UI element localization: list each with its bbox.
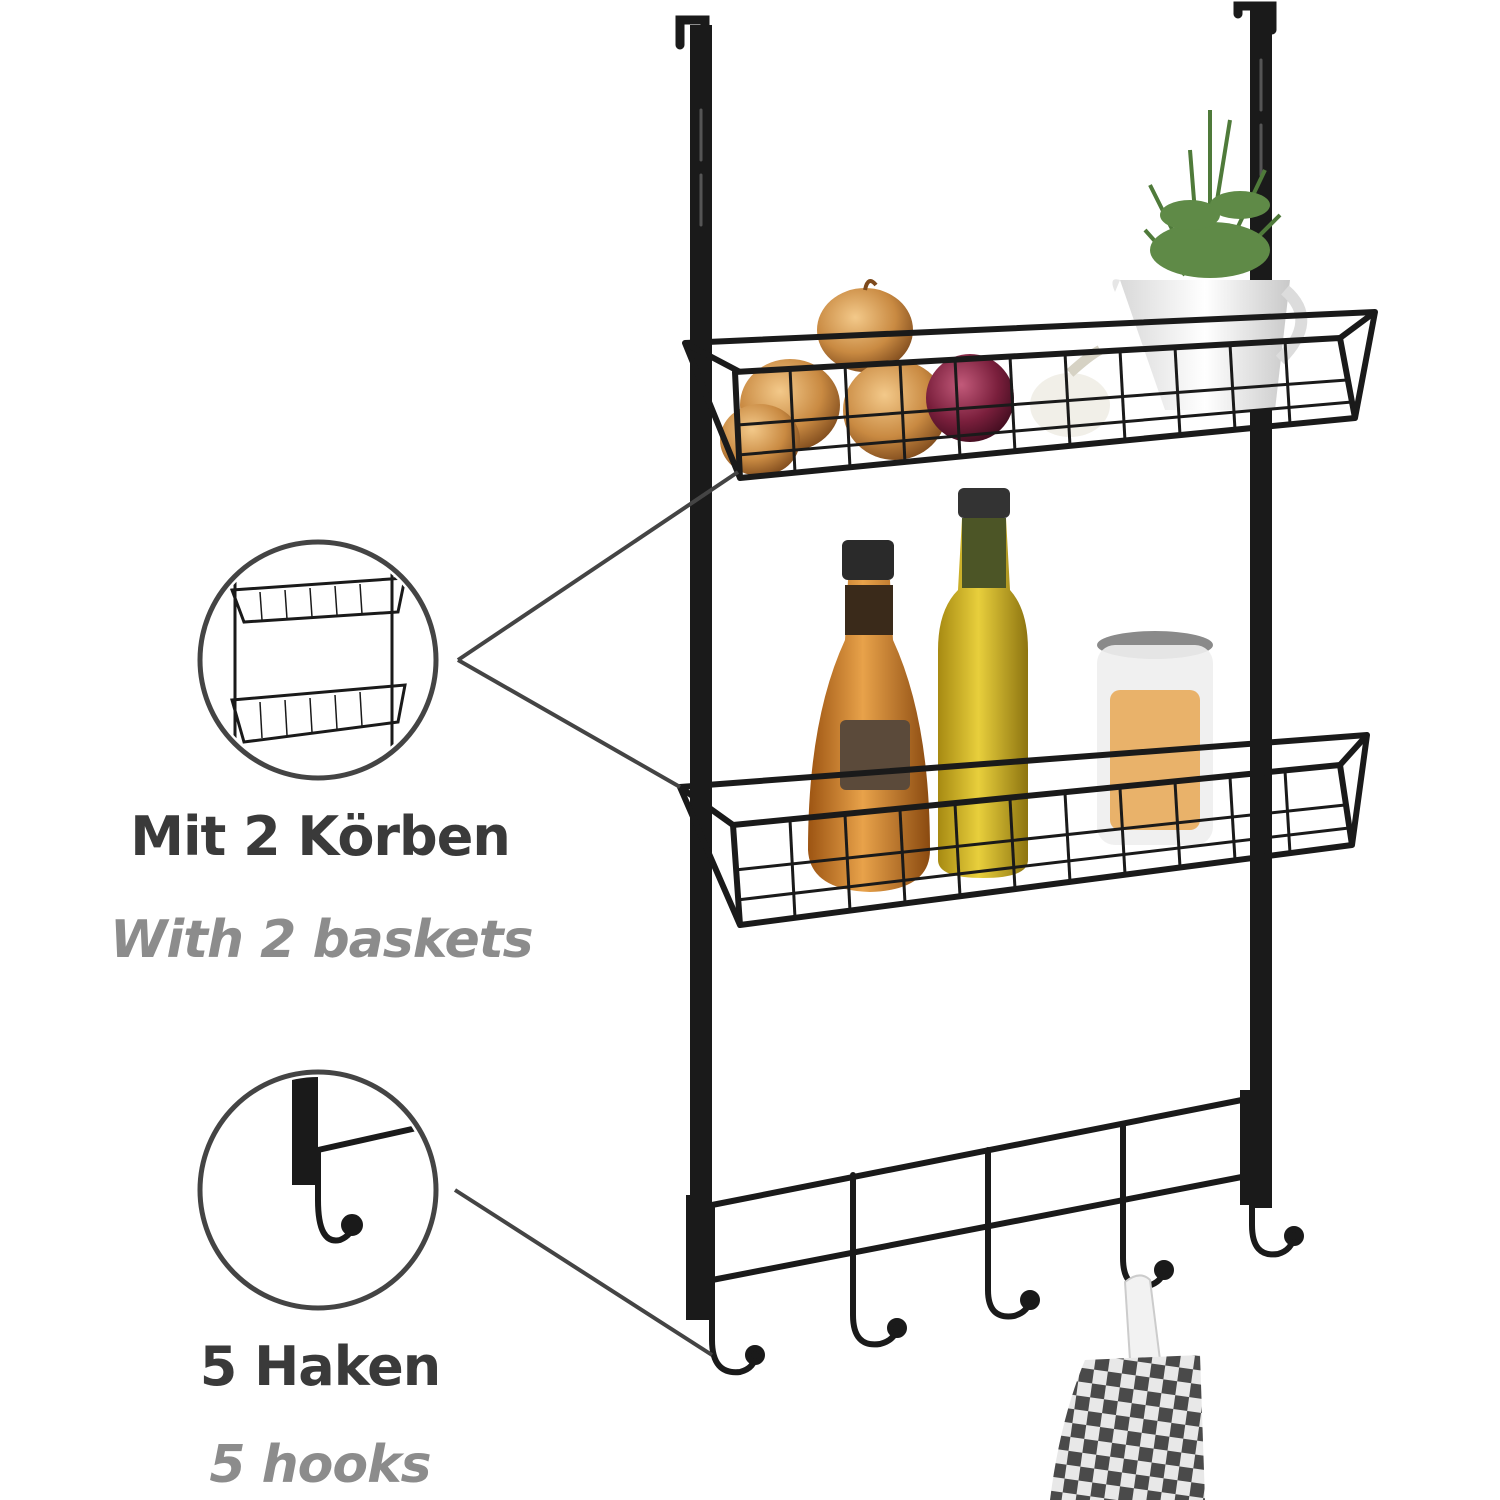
hook-2 — [850, 1172, 907, 1348]
olive-oil-bottle — [938, 488, 1028, 878]
baskets-label-de: Mit 2 Körben — [130, 805, 511, 868]
hooks-label-en: 5 hooks — [209, 1435, 431, 1495]
pasta-jar — [1097, 631, 1213, 845]
hook-5 — [1249, 1172, 1304, 1258]
tea-towel — [1050, 1274, 1205, 1500]
hooks-callout — [197, 1069, 714, 1357]
hook-rail — [686, 1090, 1304, 1376]
hooks-label-de: 5 Haken — [199, 1335, 442, 1398]
red-onion — [926, 354, 1014, 442]
lower-basket — [677, 488, 1370, 928]
upper-basket — [682, 110, 1378, 481]
hook-3 — [985, 1147, 1040, 1320]
hook-4 — [1120, 1122, 1174, 1290]
hook-1 — [709, 1277, 765, 1376]
baskets-callout — [197, 470, 740, 789]
vinegar-bottle — [808, 540, 930, 892]
baskets-label-en: With 2 baskets — [110, 910, 534, 970]
